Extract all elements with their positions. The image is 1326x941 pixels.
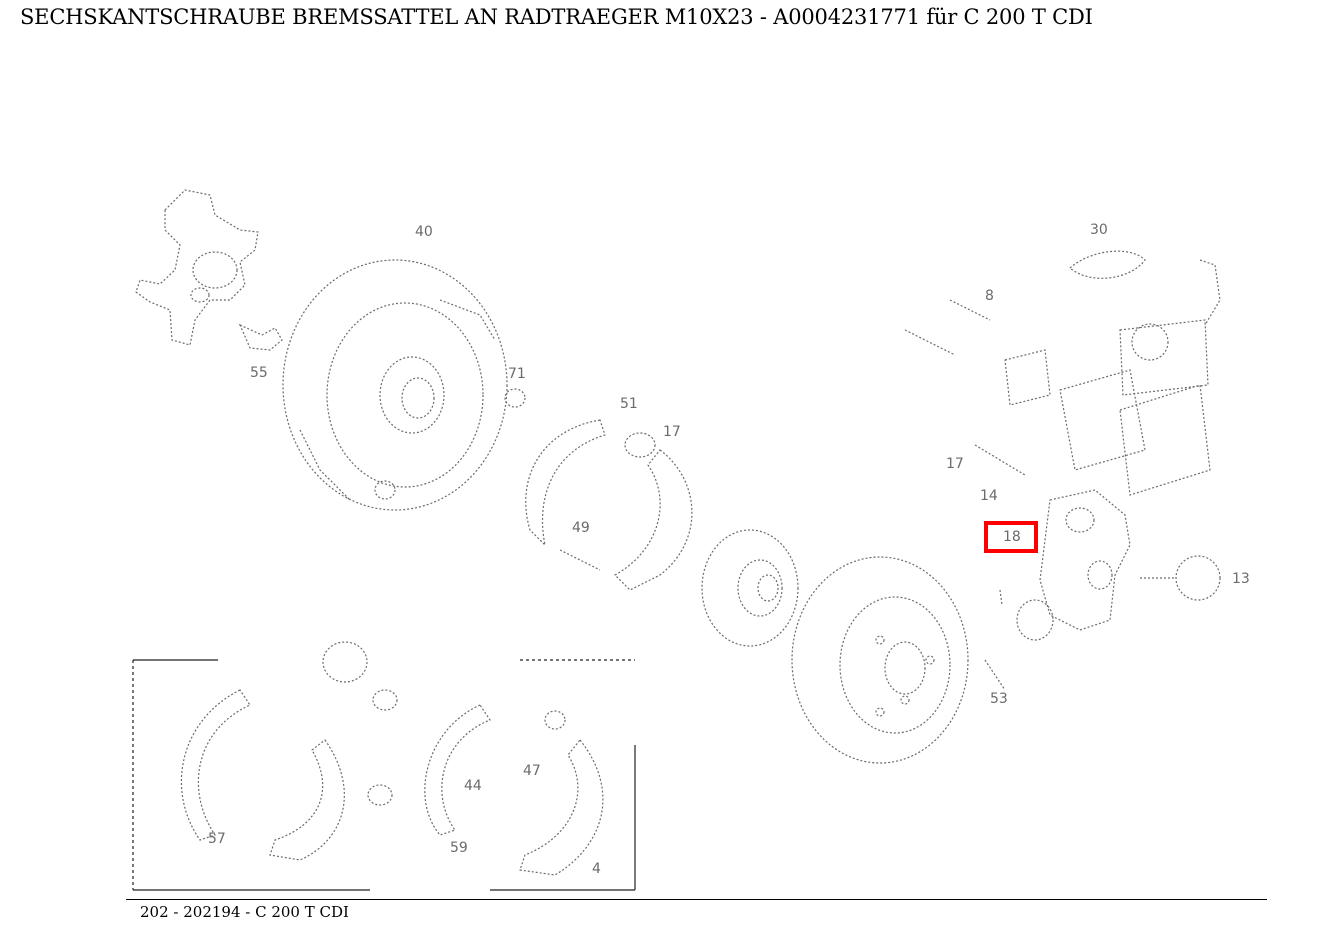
callout-number[interactable]: 71 [508, 366, 526, 382]
callout-number[interactable]: 17 [663, 424, 681, 440]
callout-number[interactable]: 47 [523, 763, 541, 779]
brake-caliper-part [999, 489, 1221, 641]
callout-number[interactable]: 51 [620, 396, 638, 412]
callout-number[interactable]: 59 [450, 840, 468, 856]
page-title: SECHSKANTSCHRAUBE BREMSSATTEL AN RADTRAE… [20, 5, 1093, 29]
small-hardware-part [904, 299, 1026, 691]
wheel-carrier-part [135, 189, 283, 351]
callout-number[interactable]: 30 [1090, 222, 1108, 238]
callout-number[interactable]: 4 [592, 861, 601, 877]
wheel-hub-part [701, 529, 799, 647]
callout-number[interactable]: 57 [208, 831, 226, 847]
footer-model-label: 202 - 202194 - C 200 T CDI [140, 903, 349, 921]
callout-number[interactable]: 17 [946, 456, 964, 472]
callout-number[interactable]: 44 [464, 778, 482, 794]
wear-sensor-part [1069, 250, 1221, 326]
parking-brake-shoe-part [504, 388, 693, 591]
brake-disc-part [791, 556, 969, 764]
callout-number[interactable]: 14 [980, 488, 998, 504]
callout-number[interactable]: 53 [990, 691, 1008, 707]
backing-plate-part [282, 259, 508, 511]
brake-pads-part [1004, 319, 1211, 496]
callout-labels: 40 71 51 17 49 55 30 8 14 17 18 13 53 57 44 47 59 4 [208, 222, 1250, 877]
callout-number[interactable]: 13 [1232, 571, 1250, 587]
footer-divider [126, 899, 1267, 900]
callout-number[interactable]: 40 [415, 224, 433, 240]
callout-number[interactable]: 49 [572, 520, 590, 536]
callout-number[interactable]: 55 [250, 365, 268, 381]
callout-number[interactable]: 8 [985, 288, 994, 304]
inset-shoe-detail [132, 641, 636, 891]
callout-number[interactable]: 18 [1003, 529, 1021, 545]
highlighted-part-marker[interactable] [984, 521, 1038, 553]
